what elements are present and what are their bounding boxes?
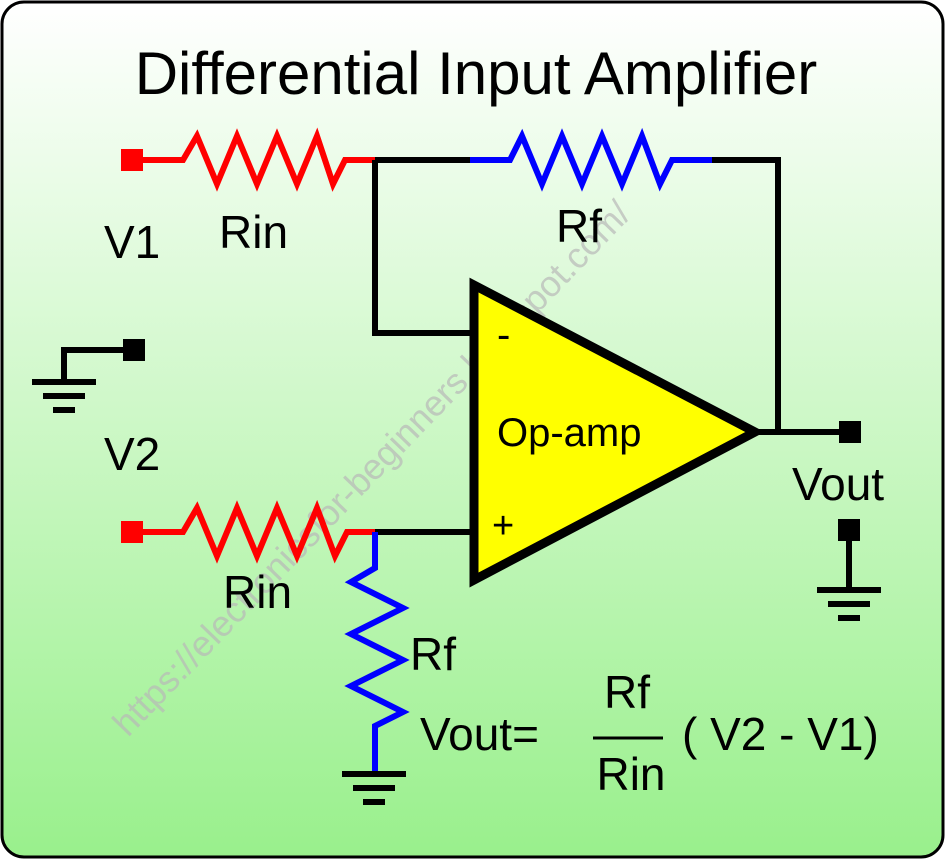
diagram-title: Differential Input Amplifier: [135, 40, 818, 107]
feedback-wire-right: [712, 157, 781, 432]
inverting-sign: -: [497, 313, 510, 357]
non-inverting-sign: +: [492, 505, 514, 547]
v1-terminal: [121, 149, 143, 171]
inverting-input-wire: [372, 160, 474, 336]
vout-label: Vout: [792, 458, 884, 510]
rin-bottom-resistor: [140, 499, 375, 564]
opamp-label: Op-amp: [497, 411, 642, 455]
formula-lhs: Vout=: [420, 708, 539, 760]
rin-top-resistor: [140, 127, 375, 192]
formula-numerator: Rf: [604, 666, 650, 718]
vout-terminal: [839, 421, 861, 443]
v1-label: V1: [104, 216, 160, 268]
input-ground-terminal: [123, 339, 145, 361]
input-ground-wire: [61, 347, 132, 382]
rf-bottom-resistor: [344, 532, 410, 772]
rin-top-label: Rin: [219, 206, 288, 258]
v2-terminal: [121, 521, 143, 543]
formula-denominator: Rin: [596, 748, 665, 800]
rf-top-label: Rf: [556, 200, 602, 252]
formula-rhs: ( V2 - V1): [682, 708, 879, 760]
rf-bottom-label: Rf: [410, 628, 456, 680]
v2-label: V2: [104, 428, 160, 480]
rin-bottom-label: Rin: [223, 566, 292, 618]
rf-top-resistor: [470, 127, 712, 192]
opamp-triangle: [469, 277, 765, 588]
